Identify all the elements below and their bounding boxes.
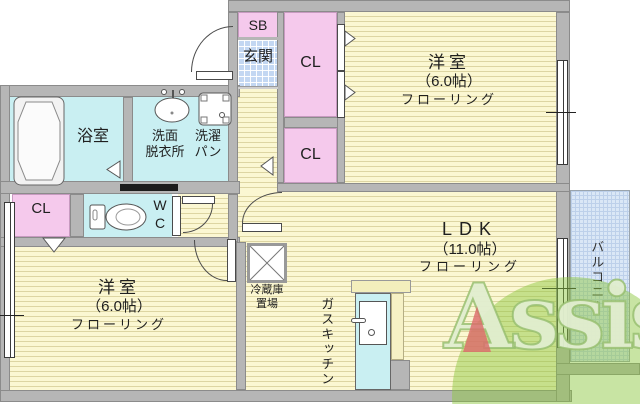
- bedroom-north-size: （6.0帖）: [416, 73, 482, 91]
- kitchen-label: ガスキッチン: [319, 297, 335, 387]
- bedroom-north-label: 洋室 （6.0帖） フローリング: [365, 52, 533, 108]
- ldk-size: （11.0帖）: [433, 240, 507, 258]
- wall-black-segment: [120, 184, 178, 191]
- window-ldk-balcony: [557, 238, 568, 348]
- wall: [228, 0, 570, 12]
- fridge-label: 冷蔵庫 置場: [238, 283, 296, 312]
- closet-mid-label: CL: [300, 146, 321, 163]
- ldk-door-leaf: [242, 223, 282, 232]
- entrance-label: 玄関: [242, 48, 273, 65]
- bathtub-icon: [13, 96, 65, 186]
- window-bedroom-west: [4, 202, 15, 358]
- entrance-door-leaf: [196, 71, 233, 80]
- laundry-label-line2: パン: [194, 144, 222, 160]
- door-triangle-left-icon: [106, 160, 121, 179]
- wall-kitchen-stub: [389, 360, 410, 390]
- bedroom-west-size: （6.0帖）: [86, 298, 152, 316]
- ldk-floor-type: フローリング: [418, 259, 521, 275]
- kitchen-drain-icon: [368, 329, 375, 336]
- laundry-pan-icon: [198, 92, 232, 126]
- closet-top-door-panel: [337, 24, 345, 71]
- wall: [236, 242, 246, 390]
- wall: [284, 117, 345, 128]
- wc-label-line1: W: [153, 197, 167, 213]
- balcony-floor: [570, 190, 630, 362]
- bedroom-north-floor-type: フローリング: [400, 92, 497, 107]
- wall: [277, 12, 284, 183]
- washroom-label-line2: 脱衣所: [145, 144, 185, 160]
- bedroom-north-name: 洋室: [428, 53, 470, 72]
- wall: [228, 194, 238, 242]
- closet-west-label: CL: [31, 200, 51, 217]
- closet-mid-floor: [284, 128, 337, 183]
- entrance-floor: [238, 40, 278, 88]
- shoe-box-label: SB: [248, 17, 268, 33]
- balcony-label: バルコニー: [589, 239, 605, 315]
- fridge-label-line1: 冷蔵庫: [250, 284, 284, 296]
- wc-label: W C: [146, 196, 174, 232]
- closet-top-label: CL: [300, 54, 321, 71]
- bedroom-west-floor-type: フローリング: [70, 317, 167, 332]
- door-triangle-down-icon: [42, 237, 66, 253]
- laundry-label-line1: 洗濯: [194, 128, 221, 143]
- window-tick: [542, 288, 576, 289]
- bathroom-label: 浴室: [76, 128, 109, 145]
- fridge-label-line2: 置場: [256, 298, 278, 311]
- kitchen-faucet-icon: [351, 318, 366, 323]
- door-triangle-left-icon: [260, 156, 274, 176]
- wall: [70, 194, 84, 237]
- door-triangle-right-icon: [344, 30, 356, 47]
- closet-top-floor: [284, 12, 337, 117]
- wc-label-line2: C: [154, 215, 166, 232]
- kitchen-counter-top: [351, 280, 411, 293]
- wall: [0, 390, 572, 402]
- bedroom-west-name: 洋室: [98, 278, 140, 297]
- wall: [277, 183, 570, 192]
- wc-door-leaf: [172, 196, 181, 236]
- bedroom-west-floor: [10, 247, 236, 390]
- washroom-door-leaf: [182, 196, 215, 204]
- sb-divider: [238, 37, 278, 40]
- fridge-space-icon: [247, 243, 287, 283]
- window-tick: [0, 315, 24, 316]
- bedroom-north-floor: [345, 12, 556, 183]
- toilet-icon: [89, 203, 147, 231]
- entrance-door-arc: [191, 26, 233, 72]
- kitchen-counter-side: [391, 293, 404, 360]
- washroom-label: 洗面 脱衣所: [137, 128, 193, 161]
- window-tick: [546, 112, 576, 113]
- bedroom-west-label: 洋室 （6.0帖） フローリング: [38, 277, 200, 333]
- laundry-label: 洗濯 パン: [186, 128, 230, 161]
- entrance-step: [238, 86, 278, 89]
- ldk-label: LDK （11.0帖） フローリング: [388, 218, 552, 276]
- hallway-floor: [238, 88, 278, 192]
- kitchen-sink: [359, 301, 387, 345]
- washroom-label-line1: 洗面: [151, 128, 178, 143]
- sink-icon: [154, 89, 190, 123]
- ldk-name: LDK: [441, 219, 498, 239]
- bedroom-west-door-leaf: [227, 239, 236, 282]
- door-triangle-right-icon: [344, 84, 356, 101]
